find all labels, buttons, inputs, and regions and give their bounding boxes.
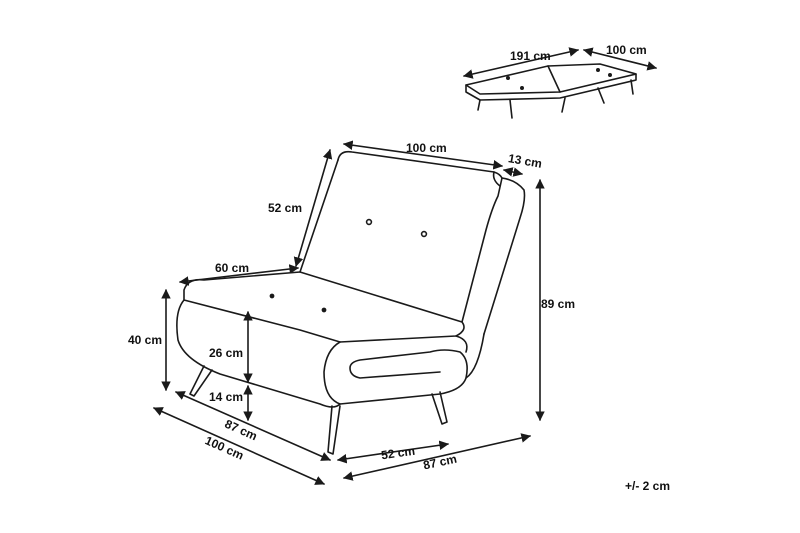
label-total-height: 89 cm bbox=[541, 297, 576, 311]
label-seat-depth: 60 cm bbox=[215, 261, 250, 275]
label-backrest-height: 52 cm bbox=[268, 201, 303, 215]
label-seat-height: 40 cm bbox=[128, 333, 163, 347]
label-unfolded-length: 191 cm bbox=[510, 49, 551, 63]
label-backrest-width: 100 cm bbox=[406, 141, 447, 155]
label-cushion-thickness: 26 cm bbox=[209, 346, 244, 360]
unfolded-bed-thumbnail bbox=[463, 47, 657, 119]
label-unfolded-width: 100 cm bbox=[606, 43, 647, 57]
dimension-lines bbox=[153, 140, 545, 485]
label-leg-height: 14 cm bbox=[209, 390, 244, 404]
chair-main bbox=[176, 150, 526, 455]
label-tolerance: +/- 2 cm bbox=[625, 479, 671, 493]
